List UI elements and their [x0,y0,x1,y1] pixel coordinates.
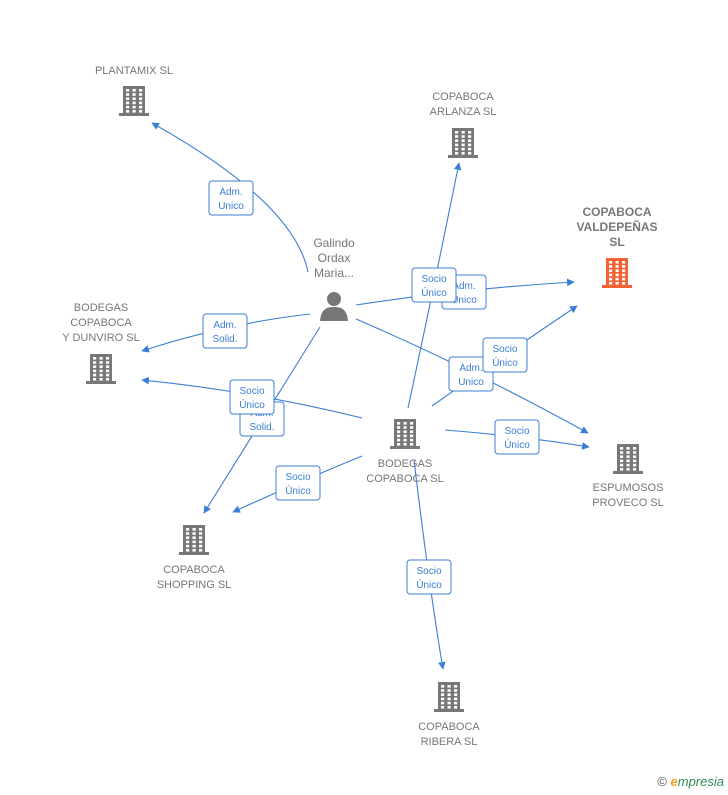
building-icon [448,128,478,158]
relation-label-text: Adm. [459,363,482,374]
node-arlanza[interactable]: COPABOCA ARLANZA SL [430,91,497,158]
node-label: COPABOCA [418,721,480,733]
relation-label-box [494,419,540,455]
relation-label-box [208,180,254,216]
relation-label-box [448,356,494,392]
relation-label-box [406,559,452,595]
node-label: COPABOCA SL [366,473,443,485]
relation-label-galindo-dunviro[interactable]: Adm. Solid. [202,313,248,349]
relation-label-text: Único [504,438,530,451]
relation-label-text: Socio [421,274,446,285]
node-label: ESPUMOSOS [593,482,664,494]
relation-label-box [482,337,528,373]
brand-name: mpresia [677,774,724,789]
node-label: Galindo [313,236,355,250]
relation-label-text: Socio [416,566,441,577]
relation-label-text: Adm. [452,281,475,292]
building-icon [179,525,209,555]
relation-label-text: Solid. [212,334,237,345]
building-icon [613,444,643,474]
relation-label-text: Único [239,398,265,411]
node-plantamix[interactable]: PLANTAMIX SL [95,65,173,116]
node-label: SL [609,235,624,249]
brand-logo-e: e [670,774,678,789]
building-icon [119,86,149,116]
node-label: VALDEPEÑAS [576,219,657,234]
relation-label-text: Unico [451,295,477,306]
relation-label-text: Solid. [249,422,274,433]
relation-label-text: Unico [218,201,244,212]
node-label: COPABOCA [70,317,132,329]
node-label: Maria... [314,266,354,280]
relation-label-text: Único [421,286,447,299]
relation-label-text: Socio [239,386,264,397]
relation-label-text: Unico [458,377,484,388]
relation-label-box [202,313,248,349]
relation-label-box [275,465,321,501]
relation-label-galindo-plantamix[interactable]: Adm. Unico [208,180,254,216]
node-label: Y DUNVIRO SL [62,332,139,344]
node-espumosos[interactable]: ESPUMOSOS PROVECO SL [592,444,664,509]
edge-galindo-plantamix [151,122,309,273]
relation-label-galindo-espumosos[interactable]: Adm. Unico [448,356,494,392]
relation-label-text: Único [416,578,442,591]
relation-labels-layer: Adm.UnicoAdm.Solid.Adm.UnicoAdm.UnicoAdm… [202,180,540,595]
node-label: COPABOCA [432,91,494,103]
node-label: PROVECO SL [592,497,664,509]
relation-label-text: Adm. [213,320,236,331]
person-icon [320,292,348,321]
node-ribera[interactable]: COPABOCA RIBERA SL [418,682,480,748]
node-label: Ordax [318,251,351,265]
node-label: COPABOCA [163,564,225,576]
node-label: RIBERA SL [421,736,478,748]
relation-label-text: Único [285,484,311,497]
node-label: ARLANZA SL [430,106,497,118]
footer-brand: © empresia [657,774,724,789]
node-label: BODEGAS [378,458,432,470]
relation-label-text: Socio [492,344,517,355]
node-shopping[interactable]: COPABOCA SHOPPING SL [157,525,232,591]
node-galindo[interactable]: GalindoOrdaxMaria... [313,236,355,321]
building-icon [602,258,632,288]
building-icon [434,682,464,712]
relation-label-text: Adm. [219,187,242,198]
relation-label-box [411,267,457,303]
node-dunviro[interactable]: BODEGAS COPABOCA Y DUNVIRO SL [62,302,140,384]
building-icon [390,419,420,449]
relation-label-text: Único [492,356,518,369]
node-label: PLANTAMIX SL [95,65,173,77]
relation-label-text: Socio [285,472,310,483]
copyright-symbol: © [657,774,667,789]
relation-label-text: Socio [504,426,529,437]
node-bodegas[interactable]: BODEGAS COPABOCA SL [366,419,444,485]
building-icon [86,354,116,384]
relation-label-box [229,379,275,415]
node-label: SHOPPING SL [157,579,232,591]
node-label: BODEGAS [74,302,128,314]
node-label: COPABOCA [582,205,651,219]
